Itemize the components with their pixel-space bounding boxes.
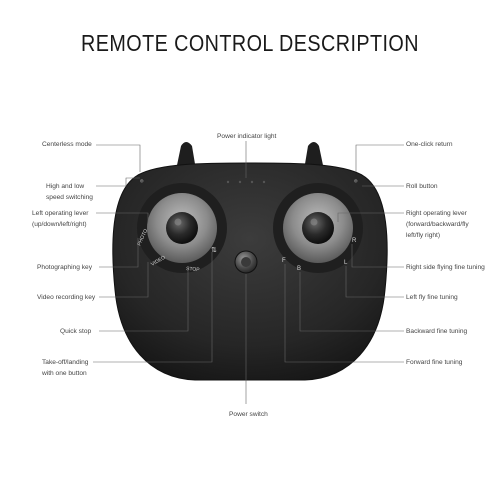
right-shoulder-trigger[interactable] (304, 142, 324, 170)
label-left-lever: Left operating lever (up/down/left/right… (32, 210, 89, 228)
left-shoulder-trigger[interactable] (176, 142, 196, 170)
takeoff-landing-icon[interactable]: ⇅ (211, 247, 217, 254)
label-takeoff-landing: Take-off/landing with one button (42, 359, 89, 377)
diagram-title: REMOTE CONTROL DESCRIPTION (81, 30, 419, 56)
power-indicator-light (226, 180, 266, 184)
label-power-switch: Power switch (229, 411, 268, 418)
label-backward-fine-tuning: Backward fine tuning (406, 328, 468, 335)
right-trim-button[interactable]: R (352, 238, 357, 244)
backward-trim-button[interactable]: B (297, 266, 301, 272)
forward-trim-button[interactable]: F (282, 258, 286, 264)
label-video-recording-key: Video recording key (37, 294, 96, 301)
left-operating-lever[interactable] (166, 212, 198, 244)
label-roll-button: Roll button (406, 183, 438, 190)
label-quick-stop: Quick stop (60, 328, 92, 335)
right-operating-lever[interactable] (302, 212, 334, 244)
label-speed-switching: High and low speed switching (46, 183, 93, 201)
left-trim-button[interactable]: L (344, 260, 348, 266)
stop-button[interactable]: STOP (186, 266, 201, 273)
label-right-lever: Right operating lever (forward/backward/… (406, 210, 469, 239)
label-forward-fine-tuning: Forward fine tuning (406, 359, 463, 366)
leader-lines (93, 141, 404, 404)
label-power-indicator: Power indicator light (217, 133, 277, 140)
label-centerless-mode: Centerless mode (42, 141, 92, 148)
centerless-button[interactable]: ◎ (140, 178, 144, 183)
label-photographing-key: Photographing key (37, 264, 92, 271)
label-right-side-fine-tuning: Right side flying fine tuning (406, 264, 485, 271)
return-button[interactable]: ◎ (354, 178, 358, 183)
label-one-click-return: One-click return (406, 141, 453, 148)
label-left-fly-fine-tuning: Left fly fine tuning (406, 294, 458, 301)
